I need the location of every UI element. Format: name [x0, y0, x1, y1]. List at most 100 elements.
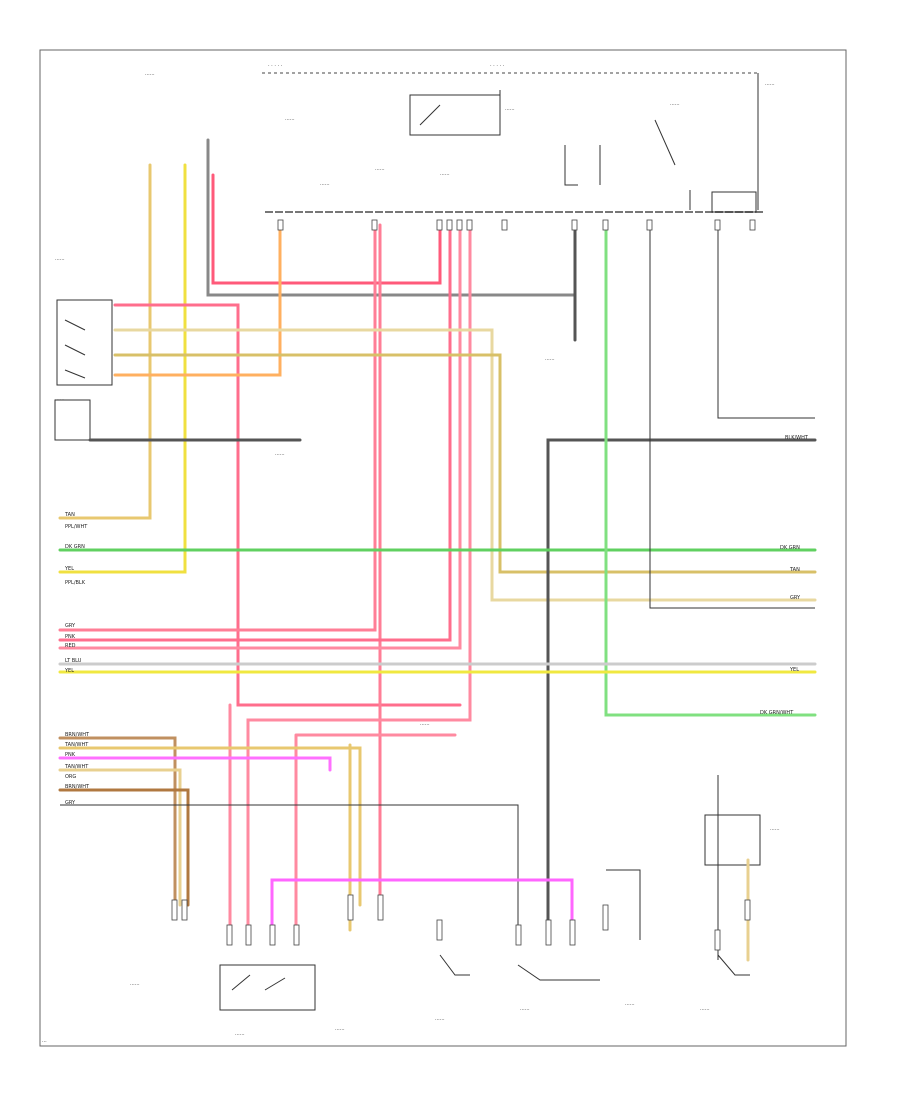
label-block-2: ...... [320, 181, 330, 187]
label-block-5: ...... [505, 106, 515, 112]
wire-red-5 [58, 223, 462, 650]
wire-brn-1 [58, 736, 177, 907]
diagram-frame [39, 49, 847, 1047]
wire-red-long-1 [113, 303, 462, 707]
label-block-14: ...... [770, 826, 780, 832]
connector-stub [714, 929, 721, 951]
label-block-6: ...... [670, 101, 680, 107]
bottom-label-1: ...... [130, 981, 140, 987]
connector-stub [377, 894, 384, 921]
bottom-label-3: ...... [335, 1026, 345, 1032]
switch-symbol-1 [564, 145, 601, 186]
wire-tag: GRY [790, 595, 801, 601]
wire-tag: BRN/WHT [65, 732, 90, 738]
wire-tag: YEL [789, 667, 799, 673]
wire-tan-5 [58, 768, 182, 907]
connector-stubs [277, 219, 756, 231]
wire-tag: BRN/WHT [65, 784, 90, 790]
wire-red-top [211, 173, 442, 285]
wire-tag: LT BLU [65, 658, 82, 664]
connector-stub [571, 219, 578, 231]
wire-tag: RED [65, 643, 76, 649]
bottom-switch-3 [517, 964, 600, 981]
wire-tag: BLK/WHT [785, 435, 809, 441]
connector-stub [602, 219, 609, 231]
connector-stub [436, 219, 443, 231]
label-block-11: ...... [275, 451, 285, 457]
connector-stub [226, 924, 233, 946]
connector-stub [749, 219, 756, 231]
wire-tag: GRY [65, 800, 76, 806]
label-block-7: ...... [765, 81, 775, 87]
left-edge-tags: TAN PPL/WHT DK GRN YEL PPL/BLK GRY PNK R… [64, 512, 90, 806]
wire-dk-grn-vertical [604, 223, 817, 717]
label-block-9: ...... [55, 256, 65, 262]
connector-stub [545, 919, 552, 946]
bottom-label-2: ...... [235, 1031, 245, 1037]
wire-right-2 [649, 225, 815, 609]
bottom-connector-stubs [171, 894, 751, 951]
connector-stub [347, 894, 354, 921]
wire-tag: PNK [65, 634, 76, 640]
bottom-label-7: ...... [700, 1006, 710, 1012]
bottom-label-4: ...... [435, 1016, 445, 1022]
wire-tag: GRY [65, 623, 76, 629]
wire-tan-1 [58, 163, 152, 520]
bottom-module-1-contacts [231, 974, 286, 991]
wire-tag: YEL [64, 566, 74, 572]
connector-stub [181, 899, 188, 921]
footer-id: ... [42, 1038, 47, 1044]
wire-tag: TAN [789, 567, 800, 573]
wire-org-1 [113, 226, 282, 377]
wire-tag: DK GRN/WHT [760, 710, 794, 716]
wire-tag: PNK [65, 752, 76, 758]
connector-stub [436, 919, 443, 941]
switch-symbol-2 [654, 119, 691, 210]
label-block-8: ...... [145, 71, 155, 77]
wire-tag: DK GRN [65, 544, 85, 550]
wire-right-1 [717, 225, 815, 419]
connector-box-right [711, 191, 757, 213]
wire-pnk-1 [58, 756, 332, 772]
connector-stub [269, 924, 276, 946]
wire-tag: PPL/BLK [65, 580, 86, 586]
label-block-3: ...... [375, 166, 385, 172]
feed-label-left: . . . . . [268, 62, 283, 68]
bottom-module-1 [219, 964, 316, 1011]
connector-stub [277, 219, 284, 231]
label-block-10: ...... [55, 396, 65, 402]
connector-stub [646, 219, 653, 231]
bottom-switch-2 [439, 954, 470, 976]
wire-tag: TAN/WHT [64, 764, 89, 770]
bottom-label-6: ...... [625, 1001, 635, 1007]
connector-stub [569, 919, 576, 946]
bottom-label-5: ...... [520, 1006, 530, 1012]
relay-contact [419, 90, 501, 135]
connector-stub [744, 899, 751, 921]
connector-stub [293, 924, 300, 946]
left-switch-module [56, 299, 113, 386]
connector-stub [171, 899, 178, 921]
left-small-module [54, 399, 91, 441]
connector-stub [456, 219, 463, 231]
wire-tag: PPL/WHT [65, 524, 88, 530]
wire-blk-2 [546, 438, 817, 927]
connector-stub [371, 219, 378, 231]
label-block-12: ...... [545, 356, 555, 362]
wire-tag: ORG [65, 774, 76, 780]
wire-red-8 [294, 733, 457, 932]
wire-tag: DK GRN [780, 545, 800, 551]
bottom-right-module [704, 814, 761, 866]
wire-magenta-loop [270, 878, 574, 932]
connector-stub [501, 219, 508, 231]
wire-tan-3 [113, 353, 817, 574]
wire-red-6 [246, 223, 472, 932]
wire-tag: TAN [64, 512, 75, 518]
connector-stub [515, 924, 522, 946]
connector-stub [446, 219, 453, 231]
bottom-switch-5 [717, 954, 750, 976]
connector-stub [714, 219, 721, 231]
wire-tag: YEL [64, 668, 74, 674]
wire-red-long-2 [58, 223, 377, 632]
